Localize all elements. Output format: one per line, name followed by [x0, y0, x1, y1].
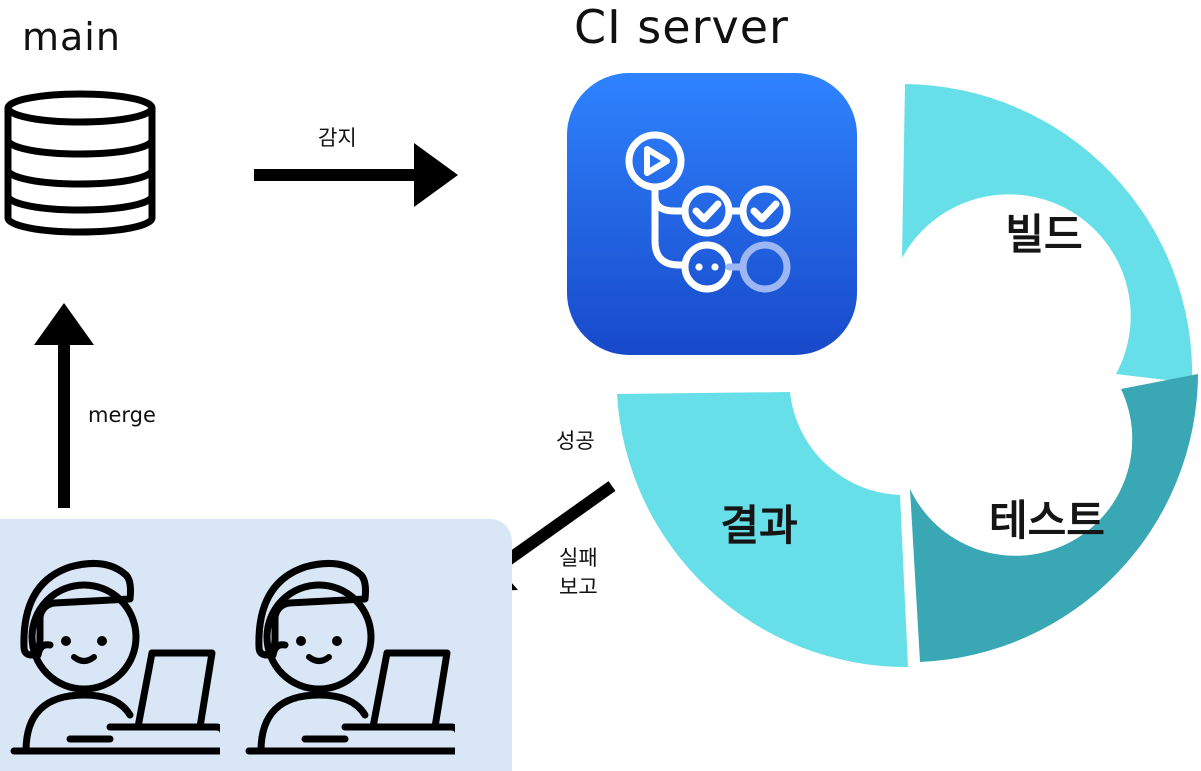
- failure-label-line2: 보고: [559, 575, 598, 599]
- result-segment: [617, 392, 908, 668]
- test-label: 테스트: [989, 496, 1105, 545]
- developer-panel: [0, 519, 512, 771]
- merge-arrow: [34, 303, 94, 508]
- detect-label: 감지: [318, 126, 357, 150]
- detect-arrow: [254, 143, 458, 207]
- build-label: 빌드: [1005, 210, 1082, 259]
- database-icon: [4, 90, 156, 236]
- result-label: 결과: [720, 501, 797, 550]
- success-label: 성공: [556, 429, 595, 453]
- cycle-ring: 빌드 테스트 결과: [617, 84, 1198, 668]
- merge-label: merge: [88, 403, 156, 427]
- ci-server-title: CI server: [574, 0, 789, 54]
- test-segment: [910, 374, 1198, 662]
- developer-icon: [10, 559, 220, 755]
- build-segment: [902, 84, 1193, 383]
- failure-label-line1: 실패: [559, 546, 598, 570]
- ci-workflow-icon: [567, 73, 857, 355]
- repo-title: main: [22, 15, 121, 59]
- developer-icon: [245, 559, 455, 755]
